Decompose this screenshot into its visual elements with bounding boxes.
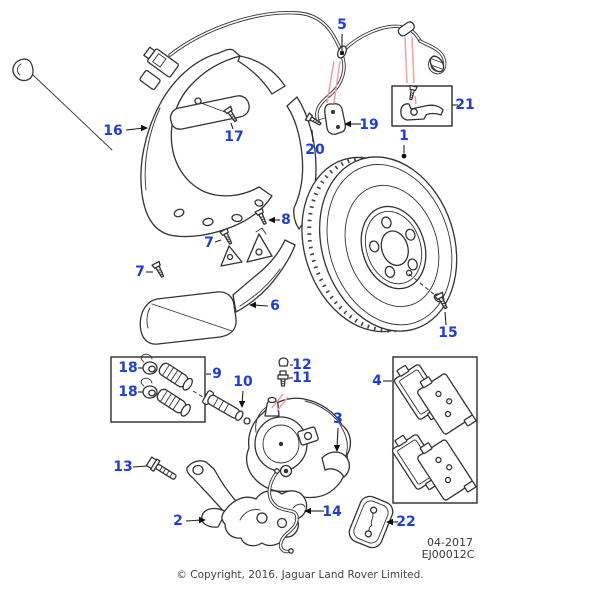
callout-17-2: 17 <box>224 129 243 145</box>
callout-leader-15-11 <box>444 311 447 326</box>
callout-tip-14-21 <box>304 507 311 515</box>
callout-leader-20-3 <box>311 129 314 143</box>
sensor-locator-line-5 <box>276 396 289 412</box>
callout-3-19: 3 <box>333 411 343 427</box>
brake-caliper <box>245 396 352 499</box>
callout-20-3: 20 <box>305 142 325 158</box>
callout-tip-22-23 <box>386 518 393 526</box>
sensor-locator-line-0 <box>326 60 335 104</box>
sensor-tip <box>429 55 445 73</box>
callout-14-21: 14 <box>322 504 342 520</box>
callout-9-14: 9 <box>212 366 222 382</box>
callout-tip-6-10 <box>249 301 256 309</box>
deflector-screw-8 <box>254 207 270 227</box>
callout-tip-8-7 <box>268 216 275 224</box>
callout-11-17: 11 <box>292 370 311 386</box>
brake-pads-kit-box <box>391 356 478 504</box>
badge-plate <box>348 495 394 549</box>
callout-leader-13-18 <box>132 465 148 468</box>
callout-18-12: 18 <box>118 360 137 376</box>
pad-front-a <box>417 373 477 435</box>
callout-leader-17-2 <box>230 122 234 130</box>
callout-12-16: 12 <box>292 357 311 373</box>
callout-leader-7-8 <box>214 239 222 243</box>
harness-bracket <box>317 103 347 135</box>
pin-boot-b <box>156 388 191 417</box>
sensor-bracket-kit-box <box>391 85 453 127</box>
callout-tip-3-19 <box>333 445 341 452</box>
date-code: 04-2017 <box>427 536 473 549</box>
callout-16-1: 16 <box>103 123 122 139</box>
pad-spring-clip <box>267 468 299 554</box>
callout-2-20: 2 <box>173 513 183 529</box>
callout-leader-3-19 <box>336 427 339 449</box>
callout-tip-16-1 <box>141 124 148 132</box>
deflector-screw-7a <box>219 227 235 247</box>
callout-15-11: 15 <box>438 325 457 341</box>
copyright-text: © Copyright, 2016. Jaguar Land Rover Lim… <box>176 569 423 581</box>
pad-front-b <box>417 439 477 501</box>
callout-7-8: 7 <box>204 235 214 251</box>
sensor-locator-line-1 <box>333 60 341 104</box>
drawing-code: EJ00012C <box>422 548 475 561</box>
caliper-bolt <box>145 456 177 480</box>
callout-1-6: 1 <box>399 128 409 144</box>
callout-10-15: 10 <box>233 374 253 390</box>
bleed-screw-cap <box>278 357 289 367</box>
air-deflector <box>139 227 296 345</box>
sensor-locator-line-3 <box>411 36 415 84</box>
callout-5-0: 5 <box>337 17 347 33</box>
callout-tip-10-15 <box>238 401 246 408</box>
callout-tip-1-6 <box>401 153 407 159</box>
callout-19-4: 19 <box>359 117 378 133</box>
bleed-screw <box>277 370 289 387</box>
sensor-locator-lines <box>271 36 417 412</box>
callout-21-5: 21 <box>455 97 474 113</box>
sensor-locator-line-6 <box>414 95 417 105</box>
brake-disc <box>301 156 458 333</box>
sensor-locator-line-2 <box>404 36 408 84</box>
bushing-18a <box>140 353 158 375</box>
callout-7-9: 7 <box>135 264 145 280</box>
sensor-boss <box>194 97 202 105</box>
pin-boot-a <box>158 362 193 391</box>
callout-6-10: 6 <box>270 298 280 314</box>
guide-pin-kit-box <box>110 353 206 423</box>
harness-sleeve <box>397 21 415 37</box>
harness-connector <box>143 46 179 78</box>
wear-sensor-harness <box>12 10 447 151</box>
deflector-screw-7b <box>151 260 167 280</box>
callout-22-23: 22 <box>396 514 415 530</box>
callout-tip-19-4 <box>344 120 351 128</box>
callout-4-22: 4 <box>372 373 382 389</box>
footer-codes: 04-2017 EJ00012C <box>422 536 475 561</box>
callout-tip-2-20 <box>199 516 206 524</box>
sensor-locator-line-4 <box>271 393 284 409</box>
callout-18-13: 18 <box>118 384 137 400</box>
guide-pin <box>192 390 251 425</box>
disc-set-screw-15 <box>433 291 451 311</box>
callout-8-7: 8 <box>281 212 291 228</box>
callout-tip-5-0 <box>340 51 344 55</box>
callout-13-18: 13 <box>113 459 132 475</box>
